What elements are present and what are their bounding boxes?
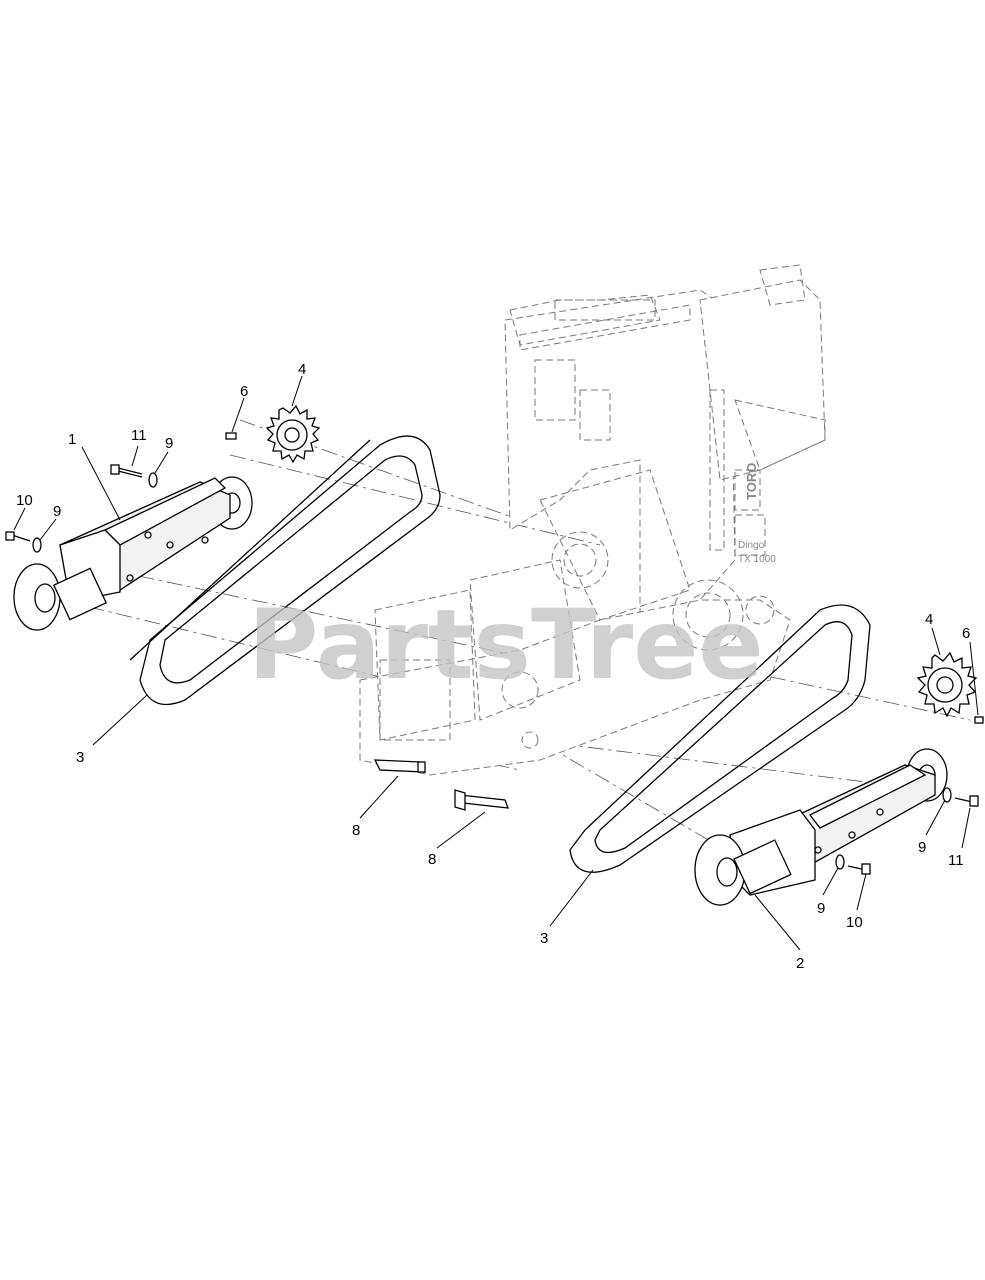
callout-4-left-sprocket: 4	[298, 361, 306, 378]
machine-frame	[359, 264, 826, 776]
bolt-11-right	[954, 795, 979, 807]
left-track-belt	[129, 435, 441, 706]
callout-10-left-bolt: 10	[16, 492, 33, 509]
washer-9-right-top	[942, 787, 952, 803]
frame-brand-label: TORO	[744, 463, 759, 500]
leader-lines	[13, 375, 979, 951]
washer-9-left-bottom	[32, 537, 42, 553]
bolt-6-right	[974, 716, 984, 724]
callout-4-right-sprocket: 4	[925, 611, 933, 628]
callout-11-right-bolt: 11	[948, 852, 964, 869]
callout-6-right-bolt: 6	[962, 625, 970, 642]
frame-model-top-label: Dingo	[738, 540, 765, 551]
callout-1-left-track-frame: 1	[68, 431, 76, 448]
callout-3-left-belt: 3	[76, 749, 84, 766]
pin-8-left	[373, 759, 427, 773]
callout-6-left-bolt: 6	[240, 383, 248, 400]
washer-9-left-top	[148, 472, 158, 488]
callout-11-left-bolt: 11	[131, 427, 147, 444]
bolt-6-left	[225, 432, 237, 440]
callout-9-right-washer-top: 9	[918, 839, 926, 856]
left-drive-sprocket	[265, 404, 321, 464]
bolt-10-right	[847, 863, 871, 875]
callout-2-right-track-frame: 2	[796, 955, 804, 972]
frame-model-bottom-label: TX 1000	[738, 554, 776, 565]
right-track-frame	[694, 748, 948, 906]
callout-3-right-belt: 3	[540, 930, 548, 947]
callout-8-left-pin: 8	[352, 822, 360, 839]
right-track-belt	[569, 604, 871, 873]
bolt-11-left	[110, 464, 143, 478]
watermark: PartsTree	[248, 589, 763, 701]
pin-8-right	[454, 789, 509, 811]
washer-9-right-bottom	[835, 854, 845, 870]
callout-10-right-bolt: 10	[846, 914, 863, 931]
right-drive-sprocket	[916, 651, 978, 718]
bolt-10-left	[5, 531, 31, 542]
callout-9-left-washer-bottom: 9	[53, 503, 61, 520]
left-track-frame	[13, 476, 253, 631]
callout-9-left-washer-top: 9	[165, 435, 173, 452]
callout-8-right-pin: 8	[428, 851, 436, 868]
callout-9-right-washer-bottom: 9	[817, 900, 825, 917]
